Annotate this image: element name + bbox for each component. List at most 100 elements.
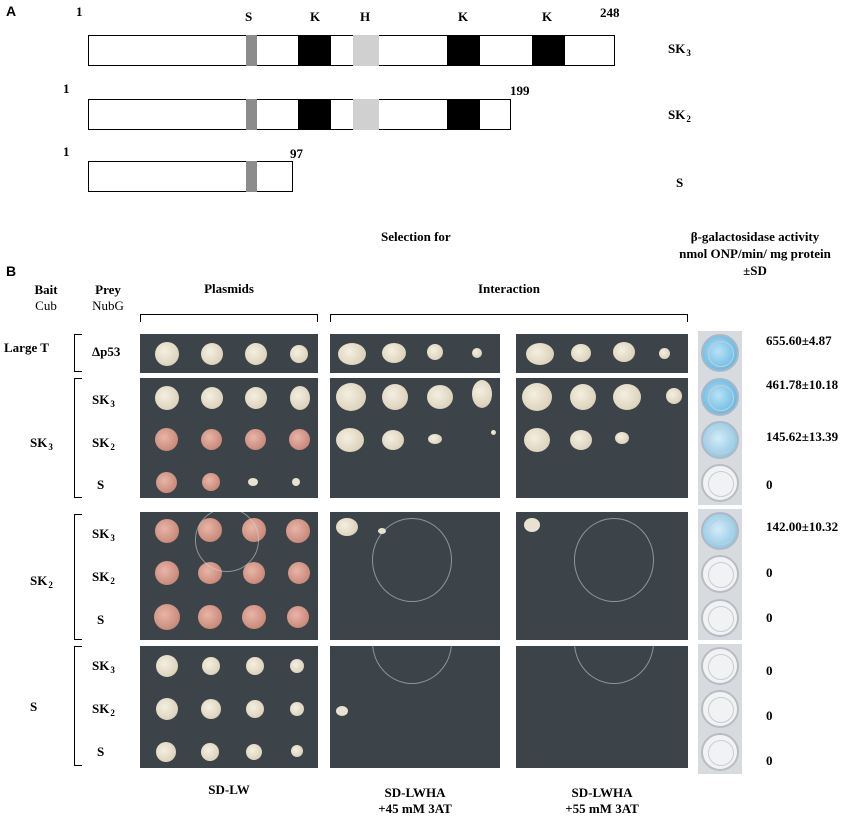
domain-end-label-sk2: 199 [510, 83, 530, 98]
colony-spot [201, 387, 223, 409]
plate-ring [372, 646, 452, 684]
colony-spot [201, 343, 223, 365]
colony-spot [491, 430, 496, 435]
media-label-45: SD-LWHA +45 mM 3AT [330, 785, 500, 817]
k-box [447, 99, 480, 130]
plate-ring [574, 646, 654, 684]
s-box [246, 161, 257, 192]
colony-spot [154, 604, 180, 630]
s-domain-bar [88, 161, 293, 192]
colony-spot [242, 605, 266, 629]
plate-sd-lw-sk3-bait [140, 378, 318, 498]
colony-spot [246, 700, 264, 718]
colony-spot [291, 745, 303, 757]
media-label-line2: +45 mM 3AT [378, 801, 452, 816]
colony-spot [246, 744, 262, 760]
colony-spot [155, 342, 179, 366]
colony-spot [336, 428, 364, 452]
xgal-well [701, 334, 739, 372]
colony-spot [156, 698, 178, 720]
colony-spot [202, 473, 220, 491]
bait-bracket-large-t [74, 334, 82, 372]
activity-value: 142.00±10.32 [766, 519, 839, 534]
s-box [246, 35, 257, 66]
beta-gal-line2: nmol ONP/min/ mg protein [679, 246, 831, 261]
plate-ring [372, 518, 452, 602]
colony-spot [427, 344, 443, 360]
plate-sd-lw-large-t [140, 334, 318, 373]
bait-large-t: Large T [4, 340, 49, 355]
k-box [447, 35, 480, 66]
domain-end-label-s: 97 [290, 146, 303, 161]
prey-header-line2: NubG [92, 298, 124, 313]
colony-spot [290, 386, 310, 410]
plate-55-large-t [516, 334, 688, 373]
h-box [353, 99, 379, 130]
activity-value: 0 [766, 708, 773, 723]
colony-spot [202, 657, 220, 675]
prey-header: Prey NubG [83, 282, 133, 314]
xgal-well [701, 464, 739, 502]
colony-spot [290, 702, 304, 716]
xgal-well [701, 378, 739, 416]
colony-spot [382, 384, 408, 410]
prey-label: SK2 [92, 435, 115, 452]
colony-spot [524, 428, 550, 452]
colony-spot [336, 706, 348, 716]
k-domain-label-1: K [310, 9, 321, 24]
bait-bracket-sk3 [74, 378, 82, 498]
plate-55-sk2-bait [516, 512, 688, 640]
plate-45-sk2-bait [330, 512, 500, 640]
activity-value: 0 [766, 663, 773, 678]
activity-value: 0 [766, 610, 773, 625]
colony-spot [243, 562, 265, 584]
plate-ring [195, 512, 259, 572]
colony-spot [382, 343, 406, 363]
colony-spot [290, 345, 308, 363]
k-domain-label-2: K [458, 9, 469, 24]
colony-spot [156, 472, 177, 493]
colony-spot [245, 343, 267, 365]
plasmids-bracket [140, 314, 318, 322]
s-domain-label: S [245, 9, 253, 24]
colony-spot [570, 384, 596, 410]
panel-a-label: A [6, 3, 17, 19]
colony-spot [613, 342, 635, 362]
selection-for-heading: Selection for [381, 229, 451, 244]
prey-label: SK3 [92, 392, 115, 409]
bait-header: Bait Cub [26, 282, 66, 314]
bait-bracket-s [74, 646, 82, 766]
sk3-domain-bar [88, 35, 615, 66]
beta-gal-line3: ±SD [743, 263, 767, 278]
k-box [298, 35, 331, 66]
prey-label: SK3 [92, 526, 115, 543]
activity-value: 0 [766, 753, 773, 768]
colony-spot [336, 383, 366, 411]
colony-spot [201, 429, 222, 450]
sk3-domain-name: SK3 [668, 41, 691, 58]
xgal-well [701, 647, 739, 685]
prey-label: S [97, 612, 105, 627]
sk2-domain-bar [88, 99, 511, 130]
activity-value: 0 [766, 477, 773, 492]
colony-spot [571, 344, 591, 362]
bait-bracket-sk2 [74, 514, 82, 640]
media-label-line1: SD-LWHA [571, 785, 633, 800]
plate-ring [574, 518, 654, 602]
activity-value: 461.78±10.18 [766, 377, 839, 392]
interaction-bracket [330, 314, 688, 322]
colony-spot [289, 429, 310, 450]
colony-spot [428, 434, 442, 444]
k-box [532, 35, 565, 66]
media-label-line1: SD-LWHA [384, 785, 446, 800]
k-domain-label-3: K [542, 9, 553, 24]
prey-label: Δp53 [92, 344, 121, 359]
k-box [298, 99, 331, 130]
colony-spot [427, 385, 453, 409]
beta-gal-heading: β-galactosidase activity nmol ONP/min/ m… [665, 228, 845, 279]
prey-label: SK3 [92, 658, 115, 675]
colony-spot [155, 428, 178, 451]
colony-spot [201, 743, 219, 761]
colony-spot [287, 606, 309, 628]
activity-value: 145.62±13.39 [766, 429, 839, 444]
